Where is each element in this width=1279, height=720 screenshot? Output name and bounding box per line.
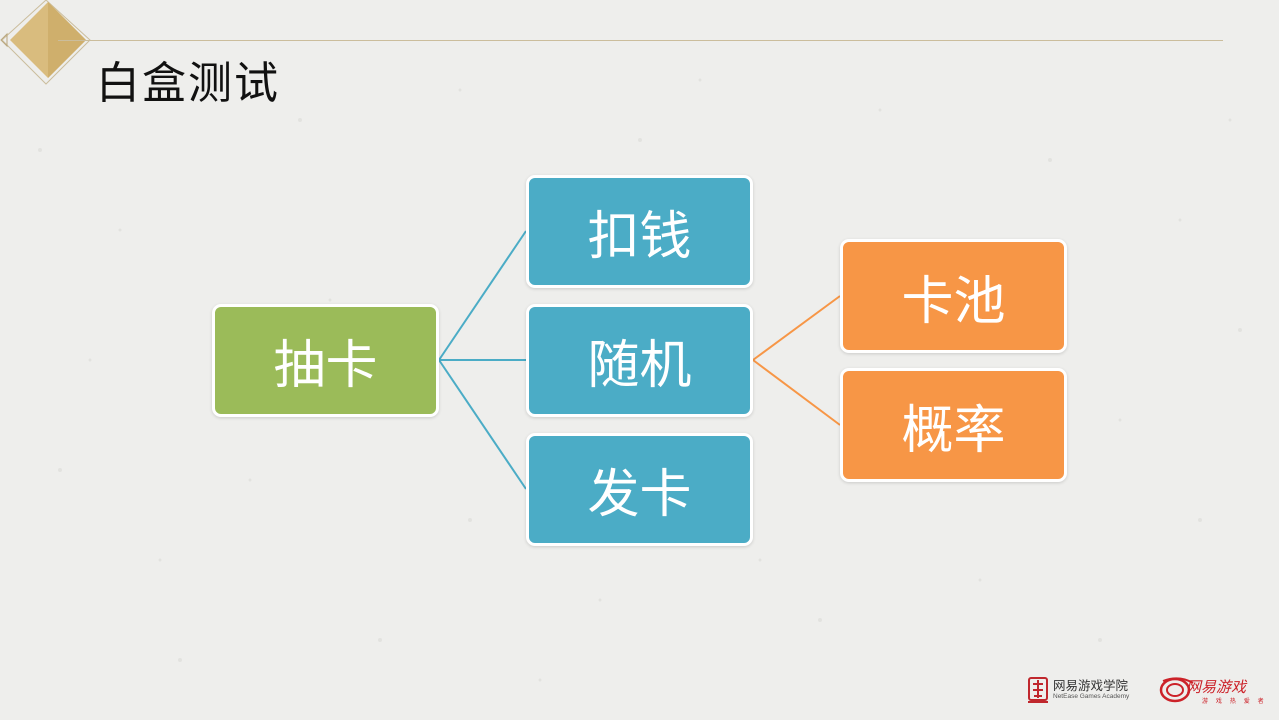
academy-name-en: NetEase Games Academy	[1053, 693, 1130, 700]
connector-suiji-to-kachi	[752, 295, 841, 361]
page-title: 白盒测试	[96, 58, 280, 109]
node-level2-2: 概率	[840, 368, 1067, 482]
academy-name: 网易游戏学院	[1053, 678, 1129, 693]
academy-seal-logo-icon	[1028, 677, 1048, 703]
connector-root-to-kouqian	[438, 230, 527, 361]
connector-suiji-to-gailv	[752, 359, 841, 426]
node-level1-2: 随机	[526, 304, 753, 417]
node-root: 抽卡	[212, 304, 439, 417]
games-name: 网易游戏	[1186, 678, 1247, 696]
games-slogan: 游 戏 热 爱 者	[1202, 698, 1267, 705]
netease-games-swirl-logo-icon	[1159, 677, 1194, 703]
node-level1-3: 发卡	[526, 433, 753, 546]
node-level1-1: 扣钱	[526, 175, 753, 288]
footer-logos: 网易游戏学院 NetEase Games Academy 网易游戏 游 戏 热 …	[1026, 672, 1271, 712]
node-level2-1: 卡池	[840, 239, 1067, 353]
header-rule	[58, 40, 1223, 41]
connector-root-to-fake	[438, 359, 527, 490]
